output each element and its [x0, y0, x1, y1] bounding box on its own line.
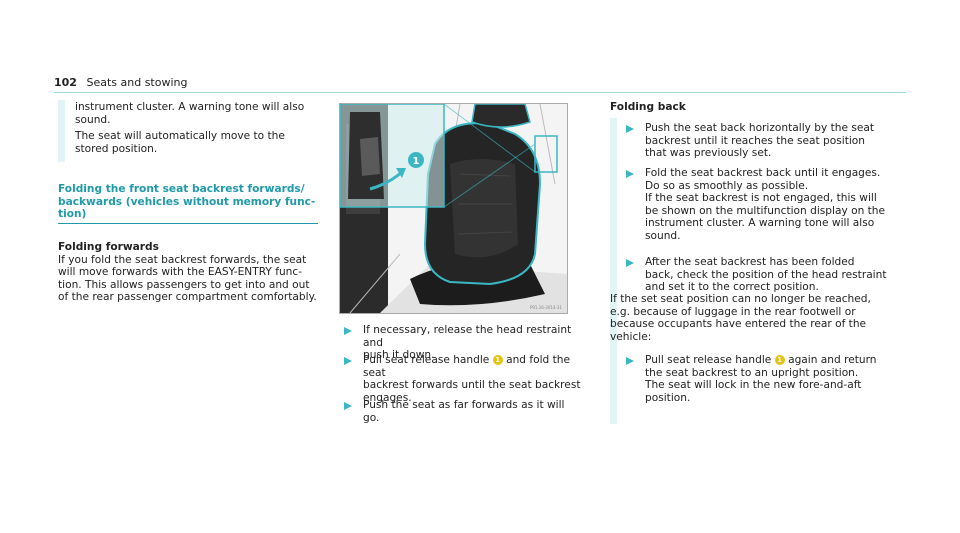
step-line: Push the seat back horizontally by the s…: [645, 122, 875, 134]
step-line: instrument cluster. A warning tone will …: [645, 217, 875, 230]
step-arrow-icon: [625, 356, 635, 366]
step-arrow-icon: [625, 258, 635, 268]
step-line: be shown on the multifunction display on…: [645, 204, 886, 217]
step-line: that was previously set.: [645, 147, 772, 160]
sub-heading: Folding back: [610, 101, 686, 113]
body-line: will move forwards with the EASY-ENTRY f…: [58, 266, 303, 279]
note-line: because occupants have entered the rear …: [610, 318, 867, 331]
step-line: Do so as smoothly as possible.: [645, 179, 809, 192]
step-arrow-icon: [343, 401, 353, 411]
step-text: Pull seat release handle: [645, 354, 772, 366]
step-line: and set it to the correct position.: [645, 281, 819, 294]
step-line: engages.: [363, 391, 412, 404]
heading-rule: [58, 223, 318, 224]
continued-line: instrument cluster. A warning tone will …: [75, 101, 305, 126]
section-heading: Folding the front seat backrest forwards…: [58, 183, 318, 221]
step-item: Push the seat back horizontally by the s…: [610, 122, 900, 160]
step-line: If the seat backrest is not engaged, thi…: [645, 192, 877, 205]
folding-back-heading: Folding back: [610, 101, 686, 114]
step-line: Fold the seat backrest back until it eng…: [645, 167, 881, 179]
page-number: 102: [54, 76, 77, 89]
step-arrow-icon: [343, 356, 353, 366]
section-heading-line: tion): [58, 208, 87, 221]
step-item: Pull seat release handle 1 and fold the …: [343, 354, 583, 404]
step-item: After the seat backrest has been folded …: [610, 256, 900, 294]
step-arrow-icon: [625, 169, 635, 179]
step-line: If necessary, release the head restraint…: [363, 324, 572, 349]
steps-bar: [610, 118, 617, 424]
callout-badge: 1: [492, 355, 503, 365]
step-line: back, check the position of the head res…: [645, 268, 887, 281]
step-arrow-icon: [625, 124, 635, 134]
sub-heading: Folding forwards: [58, 241, 159, 253]
body-line: If you fold the seat backrest forwards, …: [58, 253, 307, 266]
callout-marker: [408, 152, 424, 168]
figure-code: P91.16-3014-31: [530, 305, 562, 310]
section-heading-line: backwards (vehicles without memory func-: [58, 195, 316, 208]
continuation-bar: [58, 100, 65, 162]
step-line: sound.: [645, 229, 681, 242]
continued-line: The seat will automatically move to the …: [75, 130, 285, 155]
body-line: tion. This allows passengers to get into…: [58, 278, 310, 291]
step-text: again and return: [788, 354, 877, 366]
callout-number: 1: [413, 156, 420, 167]
step-text: Pull seat release handle: [363, 354, 490, 366]
note-line: e.g. because of luggage in the rear foot…: [610, 305, 856, 318]
step-line: backrest until it reaches the seat posit…: [645, 134, 865, 147]
step-text: and fold the seat: [363, 354, 571, 379]
continued-text: instrument cluster. A warning tone will …: [75, 101, 315, 155]
step-line: After the seat backrest has been folded: [645, 256, 855, 268]
step-item: Push the seat as far forwards as it will…: [343, 399, 583, 424]
step-line: the seat backrest to an upright position…: [645, 366, 859, 379]
note-line: If the set seat position can no longer b…: [610, 293, 871, 305]
section-title: Seats and stowing: [86, 76, 188, 89]
section-heading-line: Folding the front seat backrest forwards…: [58, 183, 305, 195]
step-item: Fold the seat backrest back until it eng…: [610, 167, 900, 243]
step-line: Push the seat as far forwards as it will…: [363, 399, 565, 424]
page-header: 102 Seats and stowing: [54, 76, 187, 89]
folding-forwards-text: Folding forwards If you fold the seat ba…: [58, 241, 328, 304]
step-line: The seat will lock in the new fore-and-a…: [645, 379, 862, 392]
body-line: of the rear passenger compartment comfor…: [58, 291, 317, 304]
seat-illustration: 1 P91.16-3014-31: [339, 103, 568, 314]
note-line: vehicle:: [610, 330, 652, 343]
callout-badge: 1: [774, 355, 785, 365]
note-paragraph: If the set seat position can no longer b…: [610, 293, 905, 343]
header-divider: [54, 92, 906, 93]
step-item: Pull seat release handle 1 again and ret…: [610, 354, 900, 404]
step-line: position.: [645, 391, 691, 404]
step-line: backrest forwards until the seat backres…: [363, 379, 581, 392]
seat-drawing: 1 P91.16-3014-31: [340, 104, 567, 313]
step-item: If necessary, release the head restraint…: [343, 324, 583, 362]
step-arrow-icon: [343, 326, 353, 336]
step-line: push it down.: [363, 349, 435, 362]
